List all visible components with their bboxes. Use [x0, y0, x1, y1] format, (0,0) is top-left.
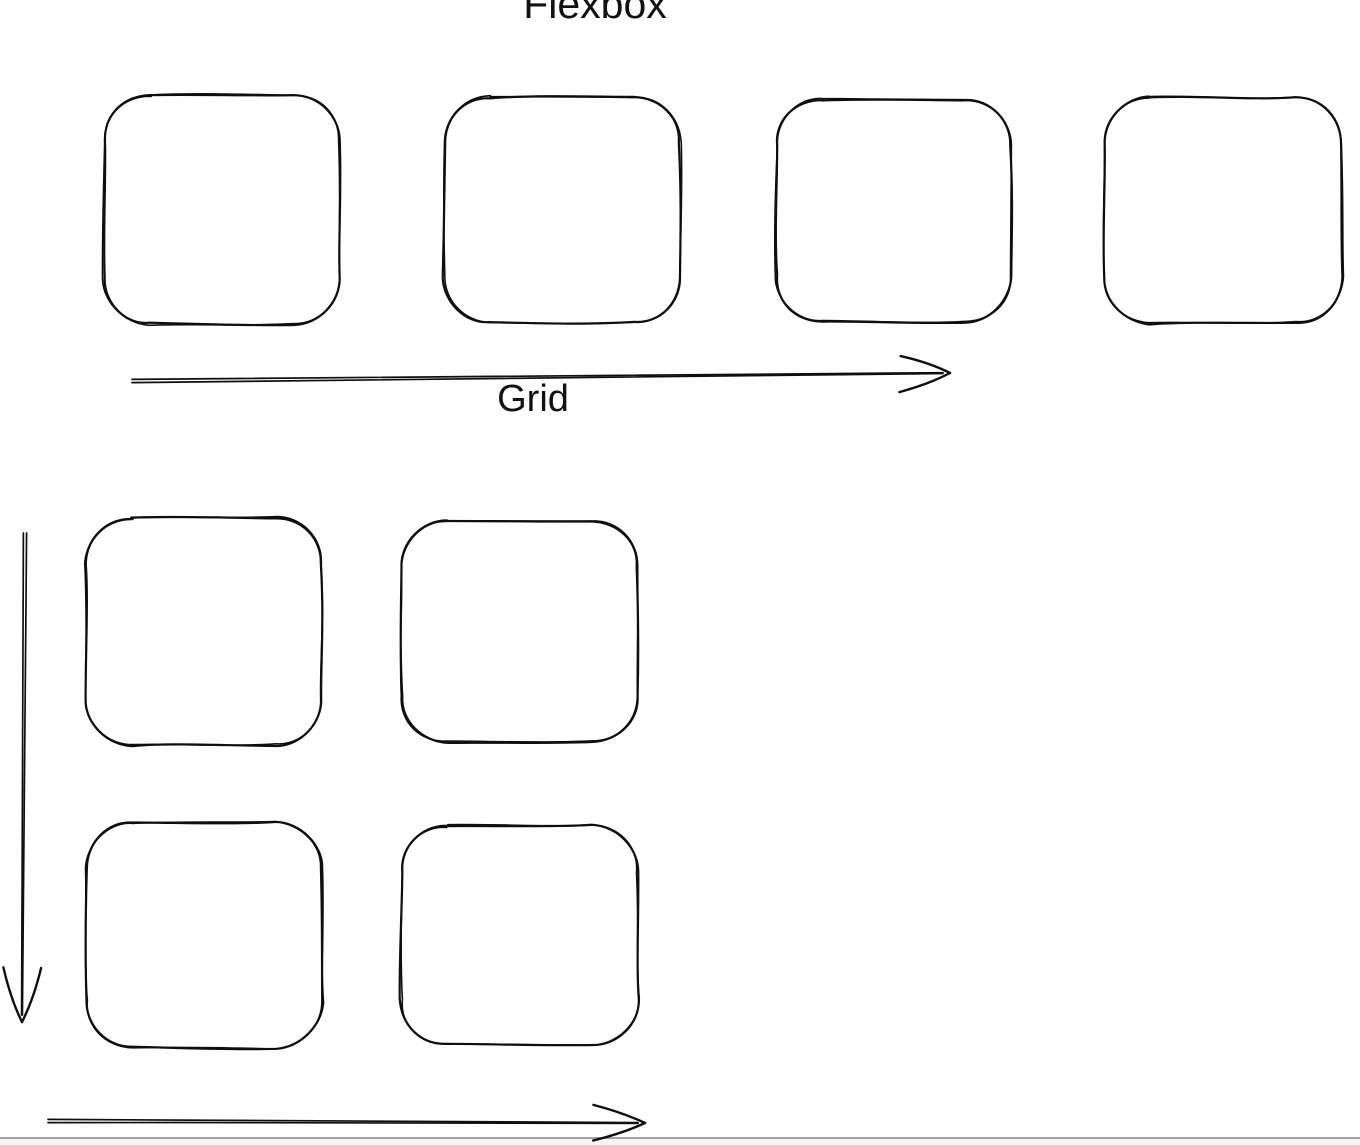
- flexbox-item-box: [441, 94, 683, 325]
- grid-item-box: [84, 820, 325, 1051]
- window-bottom-edge: [0, 1137, 1360, 1145]
- grid-item-box: [399, 519, 640, 744]
- grid-heading: Grid: [497, 378, 569, 420]
- grid-item-box: [398, 823, 641, 1047]
- grid-row-arrow: [47, 1103, 647, 1142]
- flexbox-heading: Flexbox: [523, 0, 667, 27]
- grid-item-box: [83, 515, 324, 748]
- flexbox-item-box: [774, 97, 1014, 325]
- grid-column-arrow: [2, 532, 43, 1024]
- flexbox-item-box: [101, 93, 342, 327]
- flexbox-item-box: [1102, 95, 1345, 326]
